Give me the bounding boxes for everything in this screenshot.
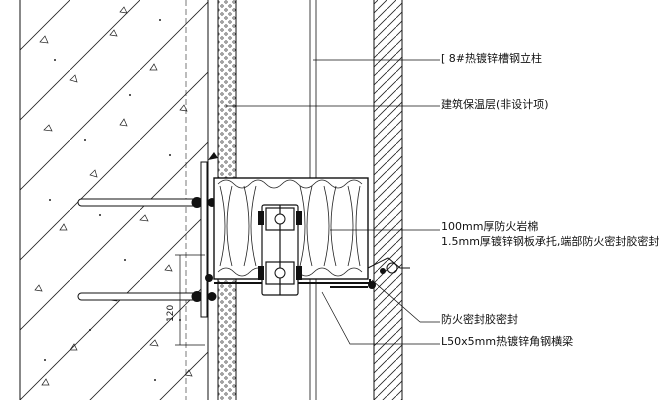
sealant-top xyxy=(208,152,218,160)
fire-sealant xyxy=(205,268,386,289)
embed-plate xyxy=(200,161,208,318)
anchor-bolts xyxy=(77,197,217,302)
dimension-text: 120 xyxy=(166,304,176,322)
label-steel-column: [ 8#热镀锌槽钢立柱 xyxy=(441,52,543,65)
label-steel-plate: 1.5mm厚镀锌钢板承托,端部防火密封胶密封 xyxy=(441,235,659,248)
cladding-panel xyxy=(373,0,403,400)
angle-beam xyxy=(261,204,299,296)
label-rock-wool: 100mm厚防火岩棉 xyxy=(441,220,539,233)
bracket-right xyxy=(367,257,410,274)
leader-lines xyxy=(226,59,440,345)
label-angle-beam: L50x5mm热镀锌角钢横梁 xyxy=(441,335,574,348)
dimension-line xyxy=(175,254,205,346)
label-fire-sealant: 防火密封胶密封 xyxy=(441,313,518,326)
label-insulation: 建筑保温层(非设计项) xyxy=(441,98,549,111)
bolt-nuts xyxy=(258,211,302,280)
